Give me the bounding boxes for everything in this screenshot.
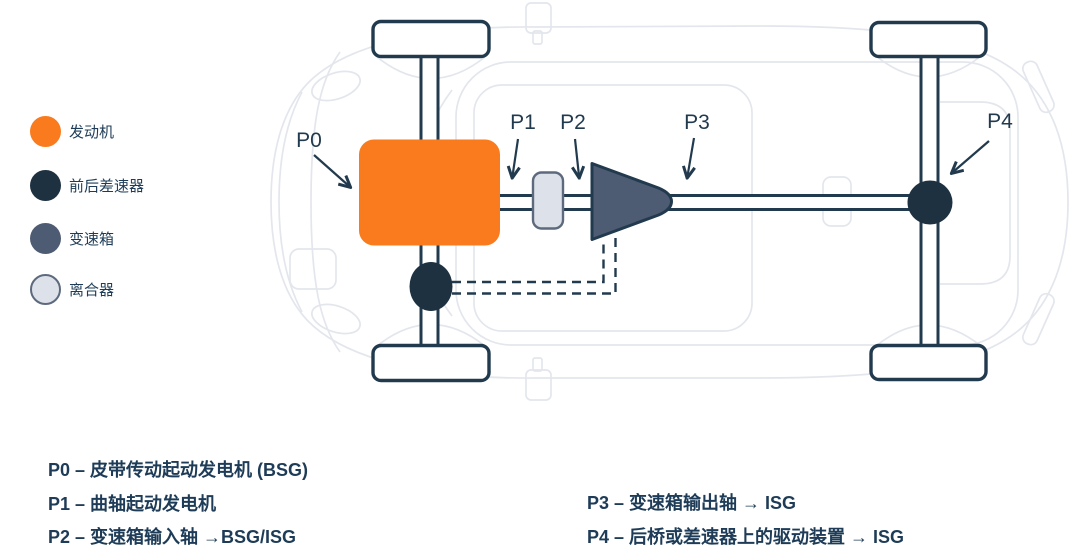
- gearbox-block: [590, 162, 673, 241]
- p0-arrow-icon: [313, 154, 349, 186]
- headlight-right-icon: [311, 303, 361, 335]
- p4-arrow-icon: [953, 140, 990, 172]
- taillight-left-icon: [1022, 60, 1055, 114]
- headlight-left-icon: [311, 70, 361, 102]
- clutch-color-dot-icon: [30, 274, 61, 305]
- p3-arrow-icon: [688, 137, 695, 176]
- p1-label: P1: [510, 111, 536, 134]
- legend-label-gearbox: 变速箱: [69, 231, 115, 248]
- legend-item-differential: 前后差速器: [30, 170, 144, 201]
- p4-label: P4: [987, 110, 1013, 133]
- legend-item-engine: 发动机: [30, 116, 114, 147]
- p0-label: P0: [296, 129, 322, 152]
- wheel-rear-right: [869, 343, 988, 382]
- legend-label-engine: 发动机: [69, 124, 115, 141]
- definitions-right-column: P3 – 变速箱输出轴 → ISG P4 – 后桥或差速器上的驱动装置 → IS…: [587, 487, 904, 554]
- front-differential: [409, 262, 453, 311]
- wheel-rear-left: [869, 20, 988, 59]
- p2-arrow-icon: [575, 138, 579, 176]
- p1-arrow-icon: [513, 138, 519, 176]
- taillight-right-icon: [1022, 292, 1055, 346]
- wheel-front-left: [371, 19, 491, 59]
- legend-label-clutch: 离合器: [69, 282, 115, 299]
- differential-color-dot-icon: [30, 170, 61, 201]
- engine-block: [359, 139, 500, 246]
- gearbox-color-dot-icon: [30, 223, 61, 254]
- definition-p0: P0 – 皮带传动起动发电机 (BSG): [48, 460, 309, 480]
- definition-p1: P1 – 曲轴起动发电机: [48, 493, 217, 514]
- definitions-left-column: P0 – 皮带传动起动发电机 (BSG) P1 – 曲轴起动发电机 P2 – 变…: [48, 454, 308, 555]
- engine-color-dot-icon: [30, 116, 61, 147]
- legend-label-differential: 前后差速器: [69, 178, 145, 195]
- rear-differential: [907, 180, 953, 225]
- dashed-connector: [452, 235, 617, 295]
- definition-p3: P3 – 变速箱输出轴 → ISG: [587, 493, 797, 513]
- definition-p2: P2 – 变速箱输入轴 →BSG/ISG: [48, 527, 297, 547]
- definition-p4: P4 – 后桥或差速器上的驱动装置 → ISG: [587, 526, 905, 547]
- legend-item-gearbox: 变速箱: [30, 223, 114, 254]
- p2-label: P2: [560, 111, 586, 134]
- clutch-block: [531, 171, 565, 230]
- wheel-front-right: [371, 343, 491, 383]
- legend-item-clutch: 离合器: [30, 274, 114, 305]
- side-mirror-top-icon: [525, 2, 552, 45]
- p3-label: P3: [684, 111, 710, 134]
- side-mirror-bottom-icon: [525, 357, 552, 401]
